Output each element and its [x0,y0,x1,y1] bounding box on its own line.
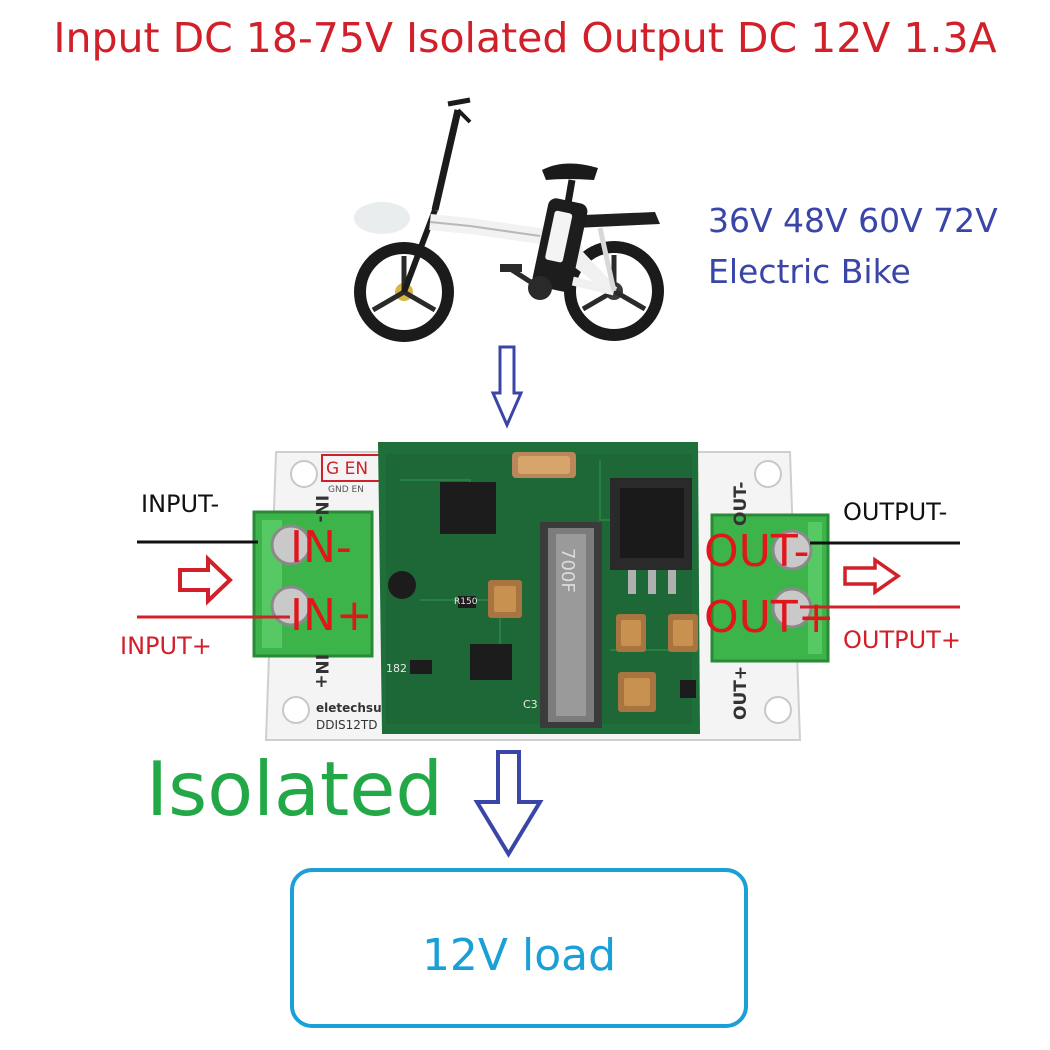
silk-g-en: G EN [326,459,368,479]
silk-c3: C3 [523,698,538,711]
bike-voltages: 36V 48V 60V 72V [708,201,998,240]
silk-700f: 700F [557,548,578,593]
silk-gnd-en: GND EN [328,485,364,495]
isolated-label: Isolated [146,745,444,833]
silk-in-minus: IN- [311,495,331,523]
input-minus-label: INPUT- [141,490,220,518]
output-minus-label: OUTPUT- [843,498,948,526]
electric-bike-image [354,97,664,342]
silk-in-plus: IN+ [311,654,331,689]
terminal-in-minus: IN- [290,522,352,573]
terminal-in-plus: IN+ [290,590,373,641]
silk-r150: R150 [454,597,478,607]
silk-182: 182 [386,662,407,675]
output-arrow-icon [843,556,902,596]
page-title: Input DC 18-75V Isolated Output DC 12V 1… [53,14,997,62]
load-label: 12V load [421,930,617,981]
load-box: 12V load [290,868,748,1028]
converter-module [252,442,830,741]
terminal-out-minus: OUT- [704,526,810,577]
silk-brand: eletechsu [316,701,382,715]
down-arrow-bottom-icon [473,750,544,858]
silk-model: DDIS12TD [316,718,377,732]
terminal-out-plus: OUT+ [704,592,835,643]
input-plus-label: INPUT+ [120,632,212,660]
bike-label: Electric Bike [708,252,911,291]
output-plus-label: OUTPUT+ [843,626,961,654]
silk-out-plus: OUT+ [731,666,751,720]
down-arrow-top-icon [490,345,524,429]
input-arrow-icon [178,554,233,606]
silk-out-minus: OUT- [731,482,751,526]
